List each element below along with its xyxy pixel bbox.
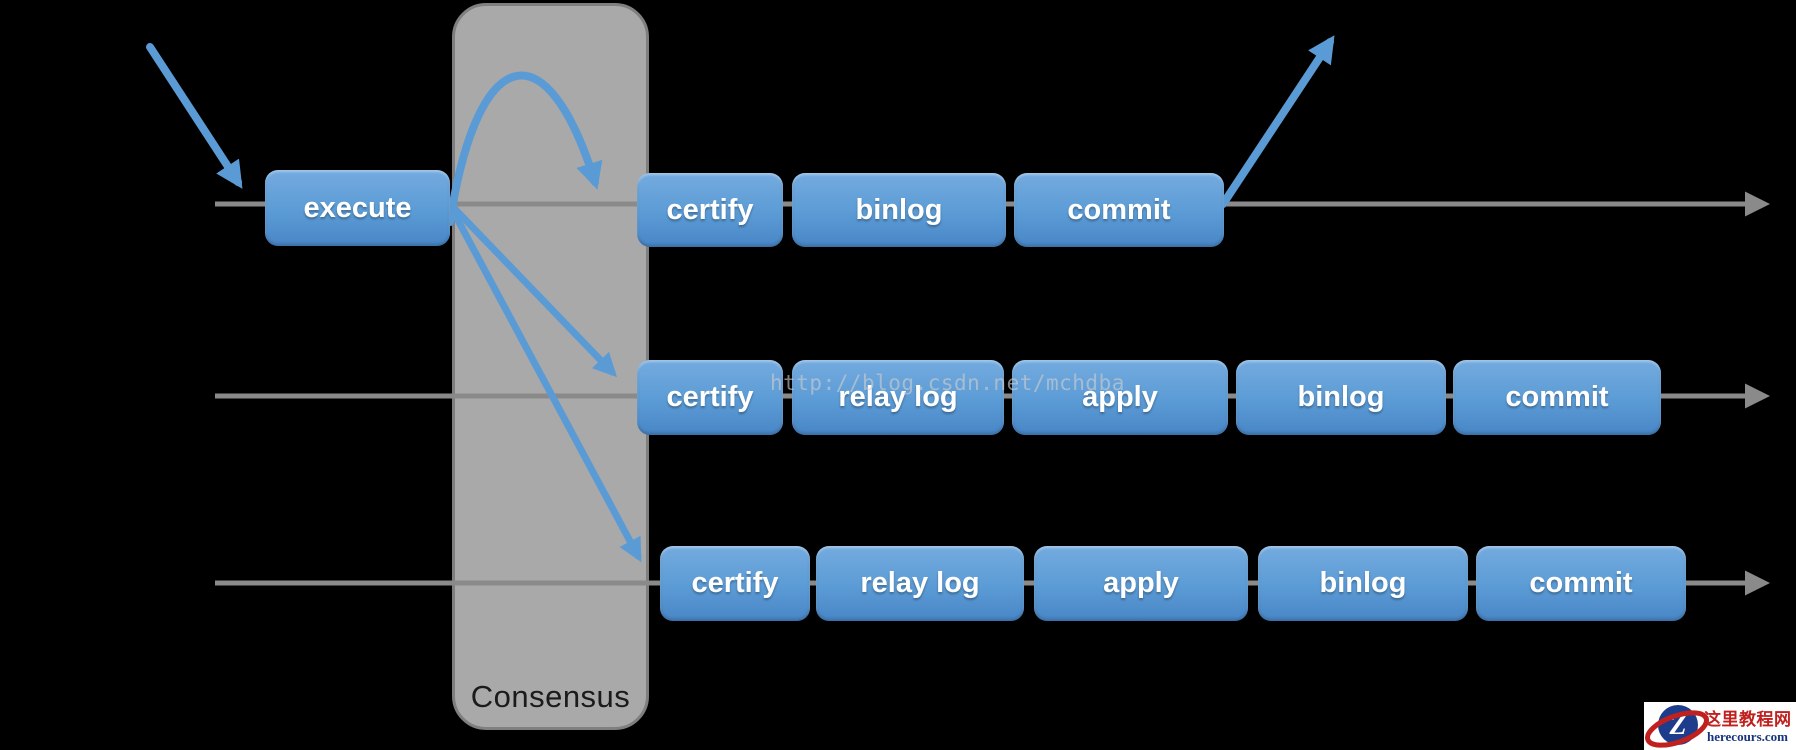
logo-z-icon: Z: [1645, 705, 1709, 748]
node3-certify-box: certify: [660, 546, 810, 621]
node3-relaylog-box: relay log: [816, 546, 1024, 621]
commit-response-arrow: [1219, 35, 1335, 208]
node3-binlog-box: binlog: [1258, 546, 1468, 621]
node3-apply-box: apply: [1034, 546, 1248, 621]
node3-commit-box: commit: [1476, 546, 1686, 621]
incoming-transaction-arrow: [146, 43, 243, 189]
node2-relaylog-box: relay log: [792, 360, 1004, 435]
site-logo: Z 这里教程网 herecours.com: [1644, 702, 1796, 750]
consensus-arc-to-node1: [446, 71, 603, 226]
node2-binlog-box: binlog: [1236, 360, 1446, 435]
node1-binlog-box: binlog: [792, 173, 1006, 247]
consensus-label: Consensus: [470, 679, 631, 714]
consensus-arrow-to-node2: [449, 203, 617, 378]
consensus-arrow-to-node3: [449, 207, 642, 563]
node1-execute-box: execute: [265, 170, 450, 246]
logo-domain: herecours.com: [1707, 729, 1788, 744]
node1-commit-box: commit: [1014, 173, 1224, 247]
blog-watermark: http://blog.csdn.net/mchdba: [770, 371, 1125, 395]
node2-certify-box: certify: [637, 360, 783, 435]
logo-title-zh: 这里教程网: [1704, 710, 1792, 729]
node1-certify-box: certify: [637, 173, 783, 247]
node2-commit-box: commit: [1453, 360, 1661, 435]
node2-apply-box: apply: [1012, 360, 1228, 435]
